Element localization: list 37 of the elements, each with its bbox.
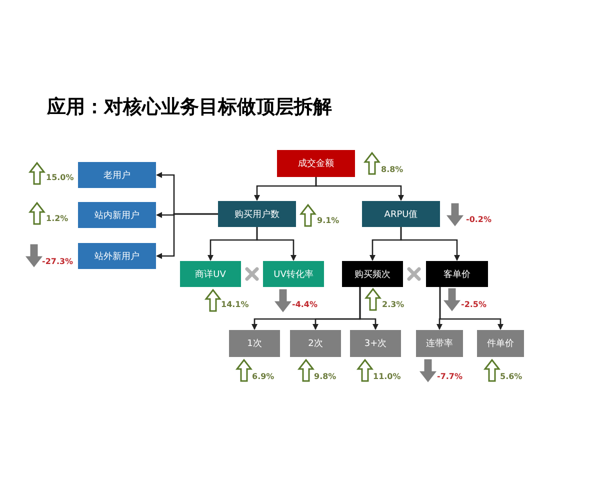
percent-change: 14.1% <box>221 300 249 309</box>
percent-change: 8.8% <box>381 165 404 174</box>
connector-arrow <box>256 227 296 261</box>
node-label: 成交金额 <box>298 158 334 170</box>
node-label: 客单价 <box>444 268 470 280</box>
node-label: 购买频次 <box>354 268 390 280</box>
percent-change: 5.6% <box>500 372 522 381</box>
node-label: 3+次 <box>364 338 387 350</box>
percent-change: 6.9% <box>252 372 274 381</box>
connector-arrow <box>359 287 378 330</box>
percent-change: 9.8% <box>314 372 336 381</box>
percent-change: 2.3% <box>382 300 404 309</box>
connector-arrow <box>439 287 504 330</box>
node-label: 站外新用户 <box>94 250 140 262</box>
percent-change: -27.3% <box>42 257 74 266</box>
title: 应用：对核心业务目标做顶层拆解 <box>47 95 332 120</box>
node-label: 老用户 <box>104 170 130 182</box>
node-label: UV转化率 <box>274 268 314 280</box>
percent-change: -7.7% <box>437 372 463 381</box>
node-label: 连带率 <box>426 338 453 350</box>
percent-change: -4.4% <box>292 300 318 309</box>
connector-arrow <box>315 177 404 201</box>
connector-arrow <box>400 227 460 261</box>
percent-change: -0.2% <box>466 215 492 224</box>
node-label: 件单价 <box>487 338 514 350</box>
percent-change: 1.2% <box>46 214 68 223</box>
node-label: 购买用户数 <box>234 208 280 220</box>
node-label: ARPU值 <box>384 208 418 220</box>
percent-change: -2.5% <box>461 300 487 309</box>
connector-arrow <box>156 213 218 259</box>
node-label: 2次 <box>308 338 323 350</box>
node-label: 1次 <box>247 338 262 350</box>
percent-change: 11.0% <box>373 372 401 381</box>
percent-change: 15.0% <box>46 173 74 182</box>
percent-change: 9.1% <box>317 216 340 225</box>
node-label: 站内新用户 <box>94 210 140 222</box>
node-label: 商详UV <box>195 268 226 280</box>
